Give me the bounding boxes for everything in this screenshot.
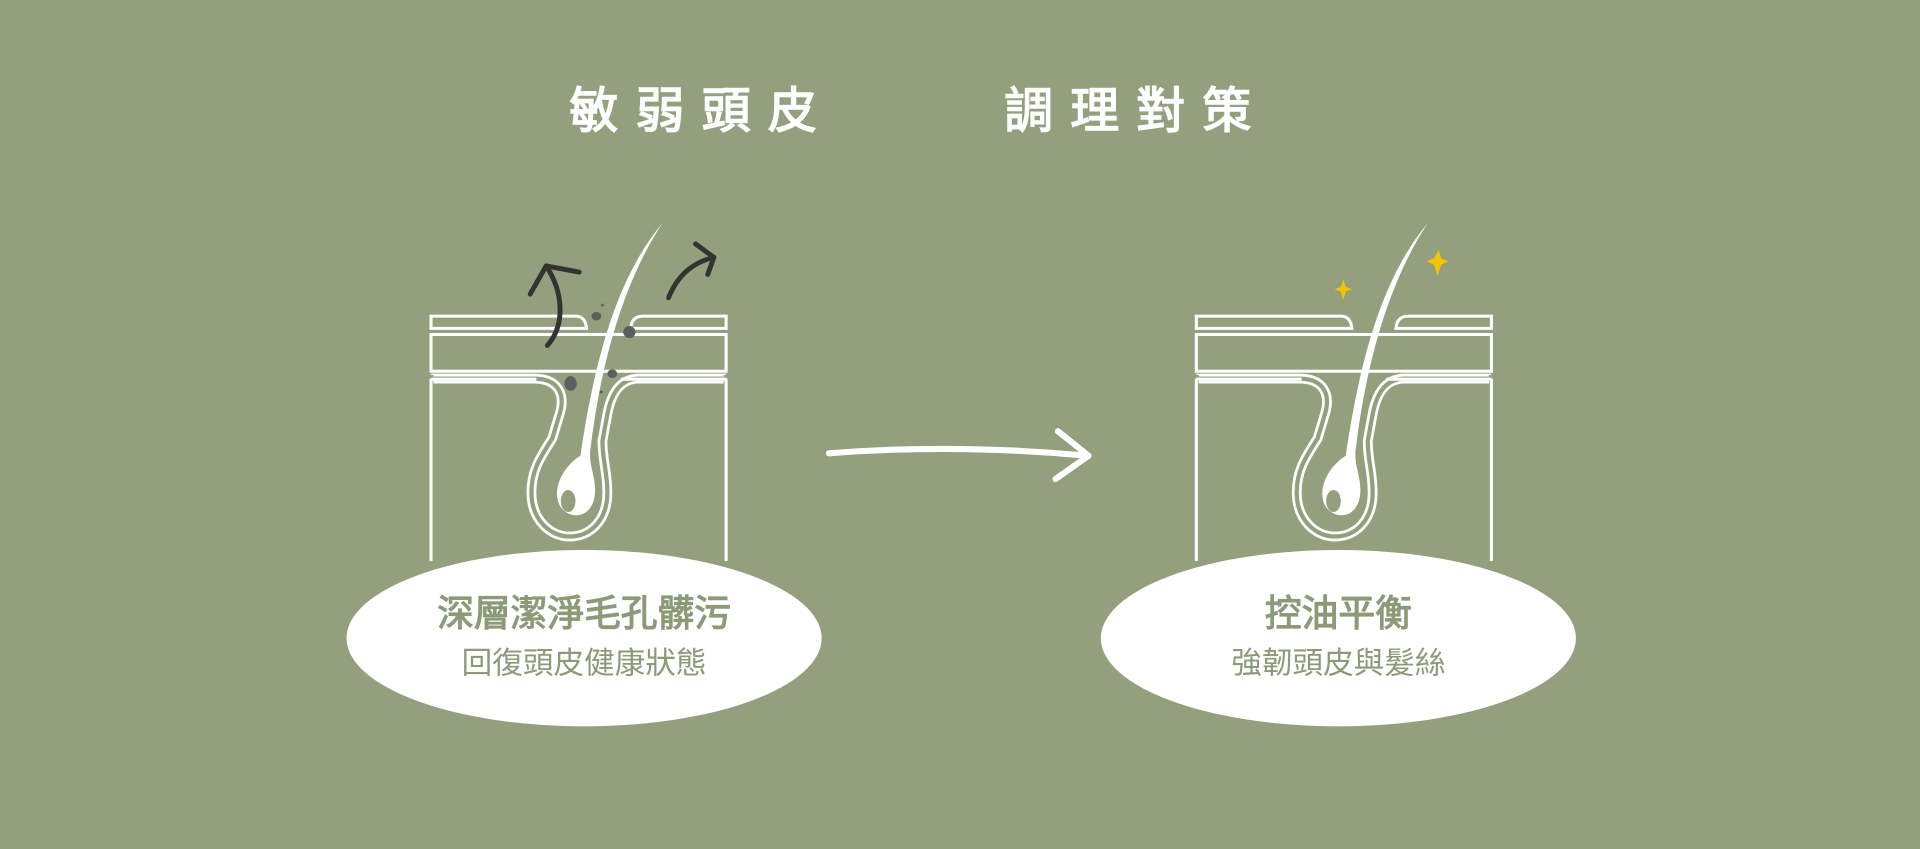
page-title: 敏弱頭皮 調理對策 [569,83,1268,140]
sparkle-icon [1334,250,1449,301]
dirt-particles [564,303,636,394]
title-part-2: 調理對策 [1004,83,1268,140]
card-deep-cleanse: 深層潔淨毛孔髒污 回復頭皮健康狀態 [346,550,822,727]
card-oil-balance: 控油平衡 強韌頭皮與髮絲 [1100,550,1576,727]
card-main-text: 控油平衡 [1265,592,1412,635]
scalp-after-illustration [1182,223,1506,561]
card-sub-text: 強韌頭皮與髮絲 [1231,647,1445,682]
card-main-text: 深層潔淨毛孔髒污 [437,592,731,635]
transition-arrow-icon [825,428,1092,483]
title-part-1: 敏弱頭皮 [569,83,833,140]
card-sub-text: 回復頭皮健康狀態 [462,647,707,682]
arrow-out-icon [666,241,717,301]
scalp-before-illustration [416,223,740,561]
arrow-out-icon [527,263,582,348]
